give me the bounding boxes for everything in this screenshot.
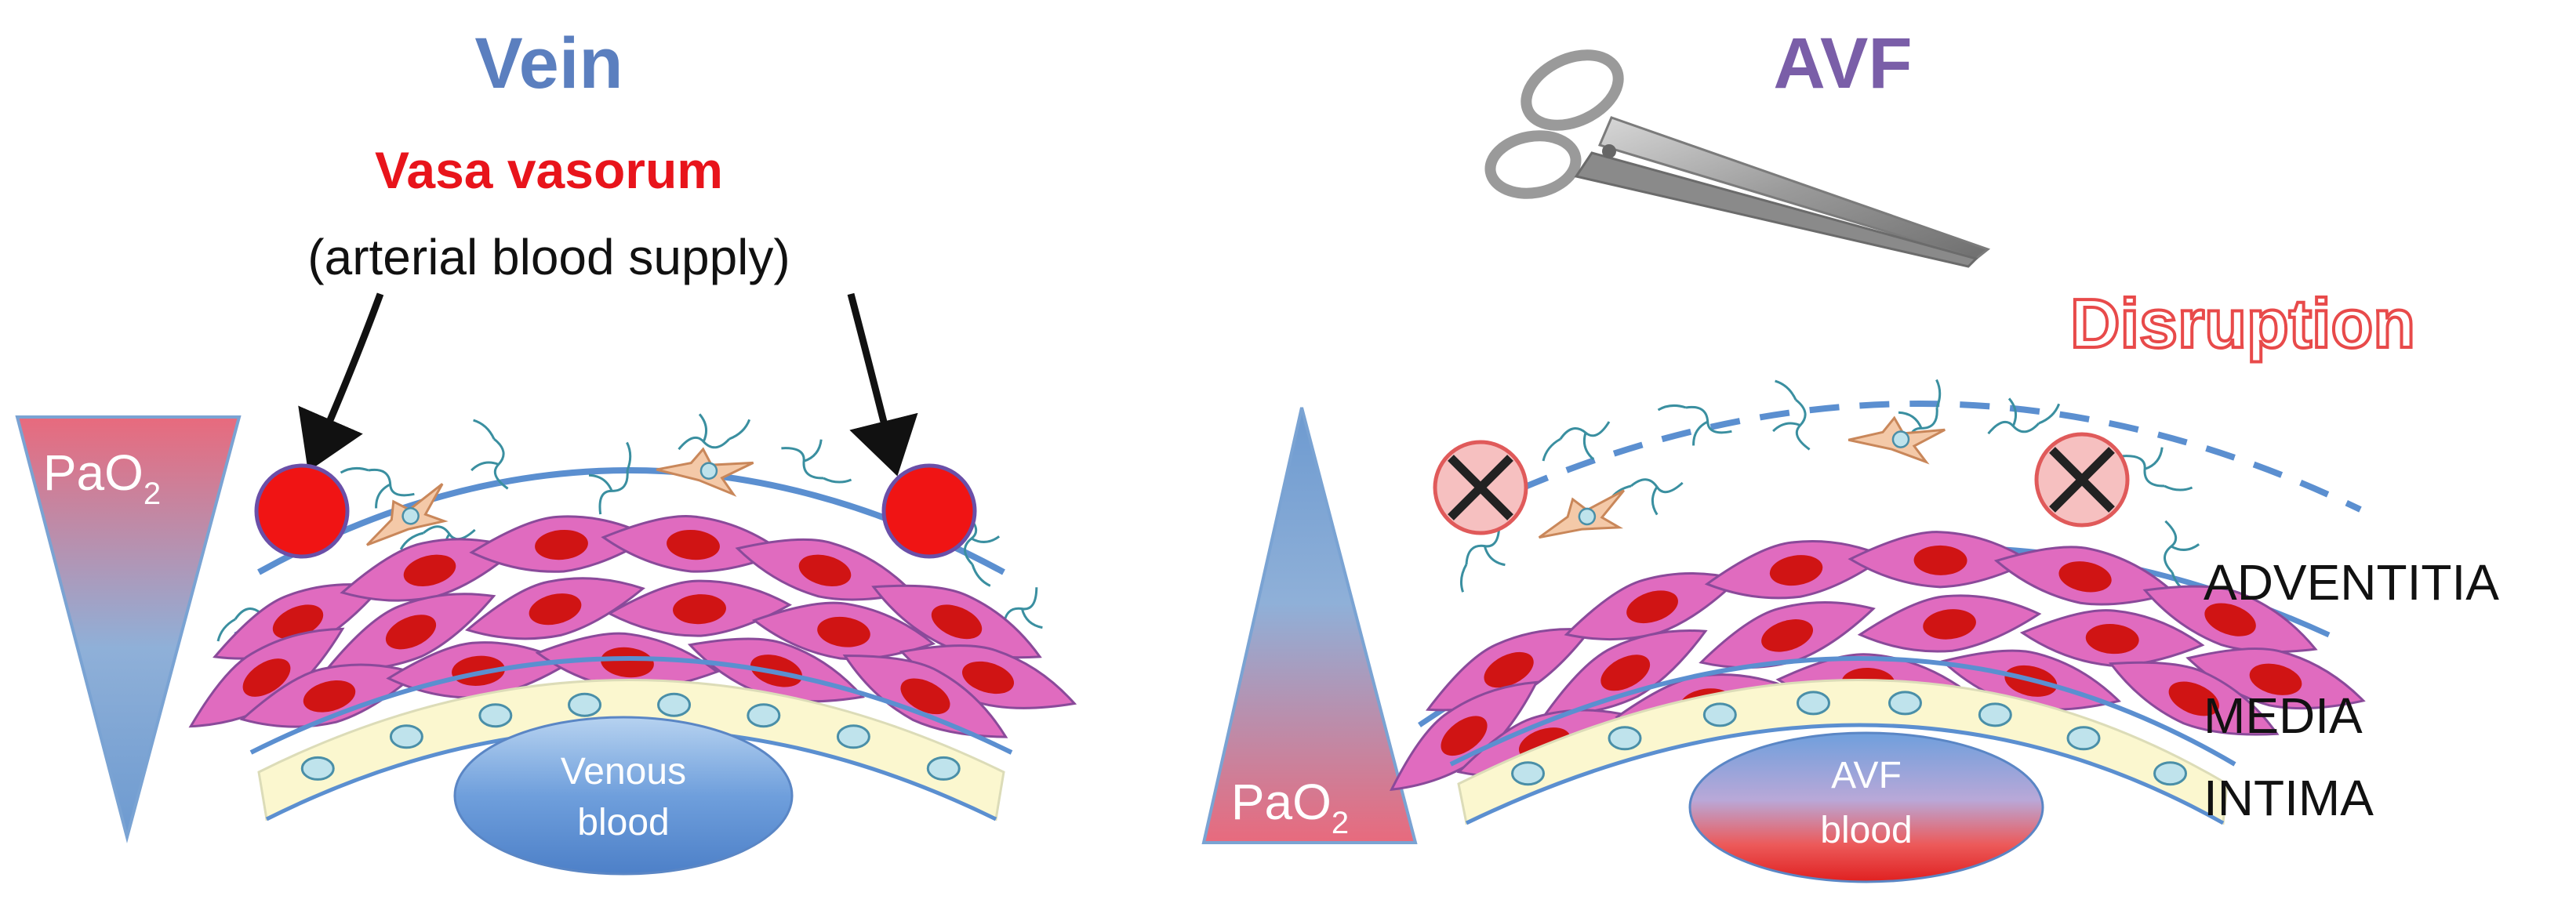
- smooth-muscle-cell: [535, 632, 720, 691]
- collagen-fiber: [1542, 421, 1611, 462]
- smooth-muscle-cell: [2109, 661, 2280, 736]
- arrow-left-vasa: [298, 292, 384, 472]
- endothelial-nucleus: [478, 703, 513, 728]
- vasa-vasorum-label: Vasa vasorum: [375, 141, 723, 199]
- avf-panel: AVF Disruption PaO2: [1201, 24, 2499, 883]
- fibroblast: [365, 483, 449, 546]
- endothelial-nucleus: [1978, 702, 2012, 727]
- endothelial-nuclei: [1511, 691, 2188, 786]
- fibroblast: [1538, 489, 1626, 539]
- smooth-muscle-cell: [469, 515, 654, 573]
- internal-elastic-lamina: [1449, 656, 2236, 767]
- smooth-muscle-cell: [601, 514, 786, 573]
- endothelial-nucleus: [1702, 702, 1737, 727]
- venous-blood-label-2: blood: [577, 802, 669, 843]
- collagen-fiber: [588, 441, 632, 515]
- pao2-gradient-triangle: [1201, 407, 1418, 844]
- smooth-muscle-cell: [2019, 609, 2205, 667]
- venous-blood-lumen: [453, 716, 794, 876]
- scissors-icon: [1484, 49, 1991, 268]
- endothelial-nucleus: [389, 724, 423, 749]
- adventitia-label: ADVENTITIA: [2204, 554, 2499, 611]
- collagen-fiber: [781, 439, 852, 484]
- collagen-fiber: [678, 413, 751, 451]
- avf-blood-label-1: AVF: [1831, 755, 1902, 796]
- endothelial-nucleus: [300, 756, 335, 781]
- smooth-muscle-cell: [735, 538, 915, 601]
- venous-blood-label-1: Venous: [561, 751, 686, 792]
- collagen-fiber: [1657, 404, 1732, 446]
- lumen-border: [1465, 723, 2225, 825]
- smooth-muscle-cell: [464, 577, 645, 640]
- endothelial-nucleus: [657, 692, 692, 717]
- vasa-vasorum-left: [254, 463, 350, 559]
- pao2-label-right: PaO2: [1231, 774, 1349, 840]
- vein-panel: Vein Vasa vasorum (arterial blood supply…: [15, 24, 1077, 876]
- internal-elastic-lamina: [249, 656, 1013, 755]
- pao2-label-left: PaO2: [43, 444, 161, 511]
- endothelial-nucleus: [1796, 691, 1830, 716]
- smooth-muscle-cells: [188, 514, 1077, 738]
- pao2-gradient-triangle: [15, 415, 242, 843]
- smooth-muscle-cell: [899, 644, 1077, 709]
- collagen-fiber: [2122, 447, 2193, 491]
- blocked-vessel-icon: [2034, 432, 2130, 528]
- smooth-muscle-cell: [1699, 601, 1876, 669]
- endothelial-nucleus: [2066, 726, 2101, 751]
- arrow-right-vasa: [847, 292, 918, 477]
- endothelial-nucleus: [2153, 761, 2188, 786]
- collagen-fiber: [1772, 379, 1811, 451]
- vein-title: Vein: [474, 24, 623, 103]
- collagen-fiber: [340, 466, 415, 509]
- media-label: MEDIA: [2204, 687, 2363, 744]
- smooth-muscle-cell: [1542, 629, 1708, 716]
- fibroblast: [1848, 415, 1946, 465]
- intima-label: INTIMA: [2204, 770, 2374, 826]
- smooth-muscle-cell: [871, 584, 1042, 659]
- collagen-fiber: [1987, 397, 2061, 435]
- fibroblasts: [1538, 415, 1946, 539]
- smooth-muscle-cell: [1390, 680, 1539, 792]
- vein-vessel-wall: [188, 413, 1077, 821]
- endothelial-nucleus: [568, 692, 602, 717]
- endothelial-nucleus: [747, 703, 781, 728]
- collagen-fiber: [1459, 524, 1506, 593]
- avf-blood-lumen: [1688, 731, 2044, 883]
- fibroblasts: [365, 447, 754, 546]
- avf-vessel-wall: [1390, 379, 2366, 825]
- collagen-fibers: [216, 413, 1043, 655]
- fibroblast: [656, 447, 754, 497]
- disruption-label: Disruption: [2070, 285, 2415, 362]
- smooth-muscle-cell: [751, 601, 936, 661]
- smooth-muscle-cell: [842, 654, 1008, 738]
- arterial-supply-label: (arterial blood supply): [307, 229, 790, 285]
- smooth-muscle-cell: [2142, 585, 2318, 654]
- endothelial-nucleus: [1887, 691, 1922, 716]
- endothelial-nucleus: [836, 724, 870, 749]
- endothelial-nucleus: [1511, 761, 1546, 786]
- avf-blood-label-2: blood: [1820, 810, 1912, 851]
- avf-title: AVF: [1773, 24, 1912, 103]
- endothelial-nuclei: [300, 692, 961, 781]
- smooth-muscle-cell: [1857, 594, 2042, 653]
- blocked-vessel-icon: [1433, 440, 1528, 535]
- smooth-muscle-cell: [1704, 540, 1888, 600]
- endothelial-nucleus: [1608, 726, 1642, 751]
- endothelial-nucleus: [926, 756, 961, 781]
- smooth-muscle-cell: [325, 593, 496, 671]
- vasa-vasorum-right: [881, 463, 977, 559]
- smooth-muscle-cell: [606, 579, 792, 637]
- smooth-muscle-cell: [340, 538, 520, 602]
- collagen-fiber: [471, 419, 509, 490]
- disrupted-adventitia-border: [1473, 401, 2362, 513]
